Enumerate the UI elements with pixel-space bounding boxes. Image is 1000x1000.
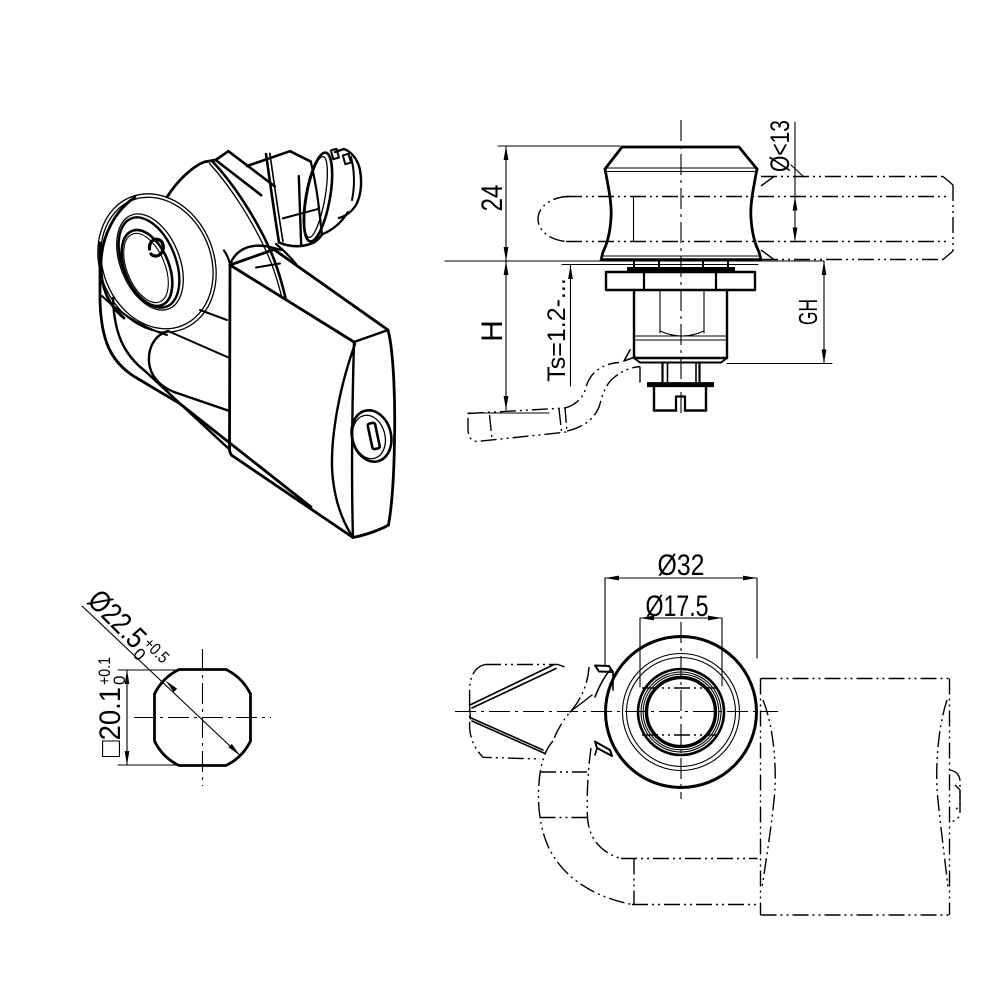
svg-text:24: 24 (476, 185, 509, 212)
svg-text:0: 0 (110, 676, 129, 685)
svg-text:Ts=1.2-...: Ts=1.2-... (543, 278, 571, 382)
svg-text:□20.1: □20.1 (94, 687, 127, 757)
svg-text:+0.1: +0.1 (95, 657, 114, 685)
svg-text:GH: GH (793, 299, 823, 325)
svg-text:Ø32: Ø32 (658, 549, 705, 582)
svg-text:Ø17.5: Ø17.5 (646, 590, 709, 623)
svg-text:H: H (476, 320, 509, 342)
svg-text:Ø<13: Ø<13 (765, 120, 795, 172)
